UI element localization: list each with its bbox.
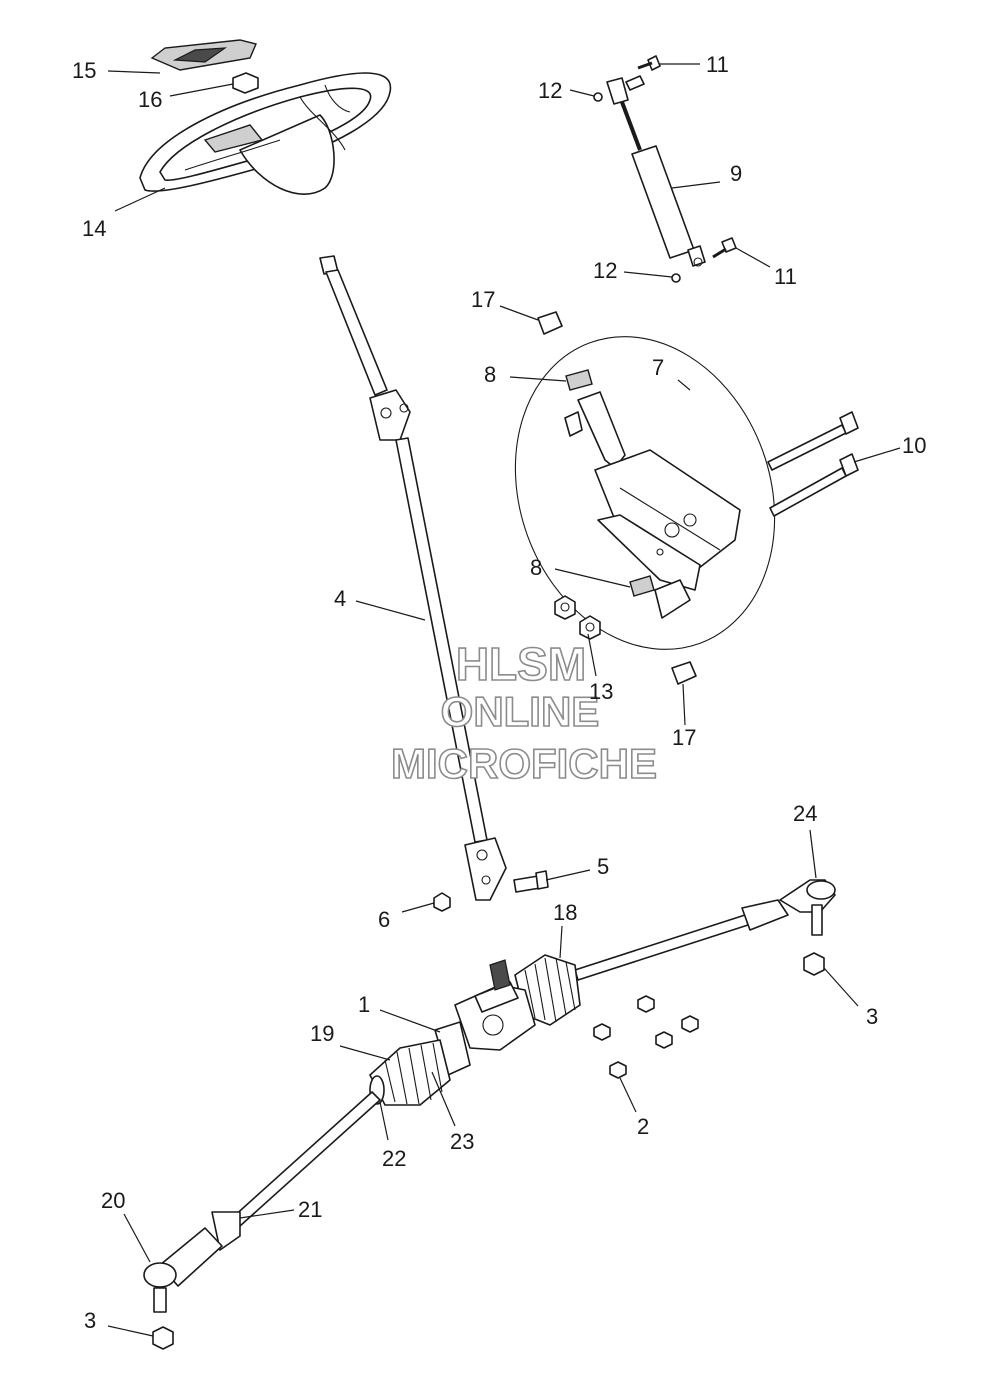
flange-nut-right (803, 952, 825, 976)
callout-4: 4 (334, 586, 346, 611)
callout-13: 13 (589, 679, 613, 704)
steering-wheel (139, 72, 392, 195)
steering-shaft (319, 255, 507, 901)
watermark-line1: HLSM (456, 638, 586, 690)
spacer-top (565, 369, 593, 391)
callout-18: 18 (553, 900, 577, 925)
bolt-top (625, 55, 661, 91)
leader-lines (107, 63, 901, 1337)
callout-11-bottom: 11 (774, 264, 797, 289)
wheel-nut (232, 72, 259, 94)
bolt-bottom (712, 237, 737, 259)
gas-spring (606, 77, 706, 267)
callout-20: 20 (101, 1188, 125, 1213)
bushing-bottom (671, 661, 697, 685)
watermark-line2: ONLINE (441, 688, 600, 735)
callout-5: 5 (597, 854, 609, 879)
nut-bottom (671, 273, 681, 283)
bushing-top (537, 311, 563, 335)
callout-11-top: 11 (706, 52, 729, 77)
bracket-assembly (514, 336, 776, 650)
callout-23: 23 (450, 1129, 474, 1154)
callout-8-bottom: 8 (530, 555, 542, 580)
callout-7: 7 (652, 355, 664, 380)
callout-17-bottom: 17 (672, 725, 696, 750)
long-bolts (767, 411, 859, 517)
flange-nuts (554, 595, 601, 640)
callout-12-bottom: 12 (593, 258, 617, 283)
callout-2: 2 (637, 1114, 649, 1139)
callout-12-top: 12 (538, 78, 562, 103)
pinch-bolt (513, 870, 549, 893)
callout-21: 21 (298, 1197, 322, 1222)
callout-16: 16 (138, 87, 162, 112)
callout-24: 24 (793, 801, 817, 826)
callout-9: 9 (730, 161, 742, 186)
callout-22: 22 (382, 1146, 406, 1171)
callout-3-left: 3 (84, 1308, 96, 1333)
callout-15: 15 (72, 58, 96, 83)
callout-10: 10 (902, 433, 926, 458)
callout-19: 19 (310, 1021, 334, 1046)
nut-top (593, 92, 603, 102)
callouts: 15 16 14 11 12 9 12 11 17 8 7 10 8 4 13 … (72, 52, 926, 1333)
horn-cap (150, 39, 257, 71)
rack-nuts (593, 995, 699, 1079)
callout-8-top: 8 (484, 362, 496, 387)
pinch-nut (433, 892, 451, 912)
watermark-line3: MICROFICHE (391, 740, 657, 787)
callout-1: 1 (358, 992, 370, 1017)
steering-rack (143, 879, 836, 1313)
watermark: HLSM ONLINE MICROFICHE (390, 637, 658, 788)
callout-17-top: 17 (471, 287, 495, 312)
callout-3-right: 3 (866, 1004, 878, 1029)
flange-nut-left (152, 1326, 174, 1350)
callout-6: 6 (378, 907, 390, 932)
spacer-bottom (629, 575, 655, 597)
callout-14: 14 (82, 216, 106, 241)
